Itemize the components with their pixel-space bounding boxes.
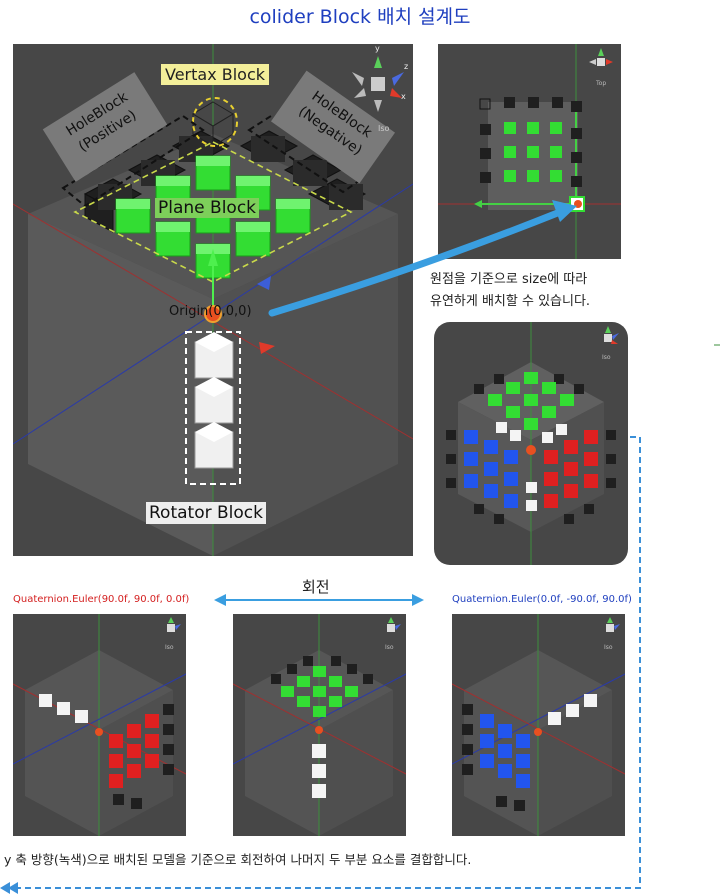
top-scene-view[interactable]: Top xyxy=(438,44,621,259)
caption-right-rotation: Quaternion.Euler(0.0f, -90.0f, 90.0f) xyxy=(452,594,632,605)
middle-rotation-drawing xyxy=(233,614,406,836)
plane-block-label: Plane Block xyxy=(155,198,260,218)
left-rotation-drawing xyxy=(13,614,186,836)
top-scene-drawing xyxy=(438,44,621,259)
top-view-label: Top xyxy=(596,80,607,87)
gizmo-z-label: z xyxy=(404,62,409,71)
view-label-iso: Iso xyxy=(378,124,390,133)
page-title: colider Block 배치 설계도 xyxy=(249,6,471,28)
vertax-block-label: Vertax Block xyxy=(161,64,270,85)
bottom-note: y 축 방향(녹색)으로 배치된 모델을 기준으로 회전하여 나머지 두 부분 … xyxy=(4,852,472,867)
combined-scene-view[interactable]: Iso xyxy=(434,322,628,565)
gizmo-x-label: x xyxy=(401,92,406,101)
main-scene-view[interactable]: Vertax Block HoleBlock (Positive) HoleBl… xyxy=(13,44,413,556)
combined-view-label: Iso xyxy=(602,354,611,361)
combined-scene-drawing xyxy=(446,322,619,565)
caption-left-rotation: Quaternion.Euler(90.0f, 90.0f, 0.0f) xyxy=(13,594,190,605)
rotator-block-label: Rotator Block xyxy=(146,502,266,524)
rotate-label: 회전 xyxy=(302,578,330,596)
origin-note-line1: 원점을 기준으로 size에 따라 xyxy=(430,272,588,287)
gizmo-y-label: y xyxy=(375,44,380,53)
origin-label: Origin(0,0,0) xyxy=(169,304,252,319)
right-rotation-view[interactable]: Iso xyxy=(452,614,625,836)
right-rotation-drawing xyxy=(452,614,625,836)
left-rotation-view[interactable]: Iso xyxy=(13,614,186,836)
left-view-label: Iso xyxy=(165,644,174,651)
middle-view-label: Iso xyxy=(385,644,394,651)
middle-rotation-view[interactable]: Iso xyxy=(233,614,406,836)
right-view-label: Iso xyxy=(604,644,613,651)
origin-note-line2: 유연하게 배치할 수 있습니다. xyxy=(430,294,591,309)
